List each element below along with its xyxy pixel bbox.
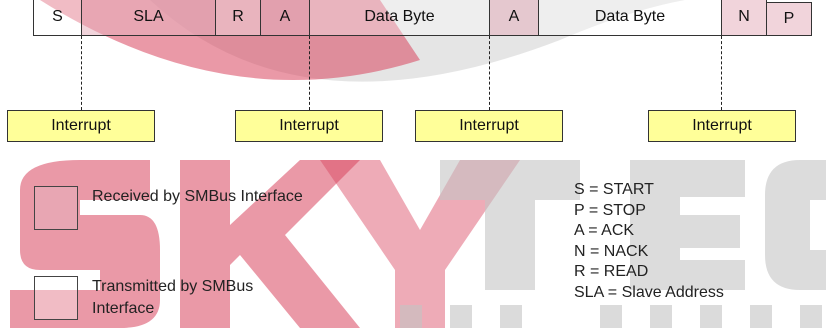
legend-swatch-transmitted	[34, 276, 78, 320]
legend-label-transmitted: Transmitted by SMBus Interface	[92, 278, 254, 317]
frame-segment-ack-2: A	[489, 0, 539, 36]
watermark-letter-y	[320, 160, 520, 328]
frame-segment-read: R	[215, 0, 261, 36]
interrupt-connector	[721, 36, 722, 110]
watermark-letter-k	[180, 160, 360, 328]
abbreviation-list: S = START P = STOP A = ACK N = NACK R = …	[574, 180, 724, 303]
abbreviation-stop: P = STOP	[574, 201, 646, 219]
frame-segment-slave-address: SLA	[81, 0, 216, 36]
interrupt-connector	[489, 36, 490, 110]
interrupt-connector	[309, 36, 310, 110]
watermark-letter-e	[630, 160, 745, 290]
interrupt-connector	[81, 36, 82, 110]
interrupt-box: Interrupt	[7, 110, 155, 142]
frame-segment-data-byte-1: Data Byte	[309, 0, 490, 36]
abbreviation-ack: A = ACK	[574, 222, 635, 239]
watermark-subtitle	[400, 305, 822, 328]
interrupt-box: Interrupt	[415, 110, 563, 142]
frame-segment-start: S	[33, 0, 82, 36]
interrupt-box: Interrupt	[235, 110, 383, 142]
frame-segment-stop: P	[766, 2, 812, 36]
abbreviation-nack: N = NACK	[574, 242, 649, 260]
frame-segment-nack: N	[721, 0, 767, 36]
watermark-letter-c	[765, 160, 826, 290]
frame-segment-data-byte-2: Data Byte	[538, 0, 722, 36]
interrupt-box: Interrupt	[648, 110, 796, 142]
abbreviation-start: S = START	[574, 181, 654, 198]
frame-segment-ack-1: A	[260, 0, 310, 36]
watermark-letter-t	[440, 160, 580, 290]
legend-swatch-received	[34, 186, 78, 230]
legend-label-received: Received by SMBus Interface	[92, 188, 303, 205]
abbreviation-read: R = READ	[574, 263, 649, 280]
abbreviation-sla: SLA = Slave Address	[574, 283, 724, 301]
